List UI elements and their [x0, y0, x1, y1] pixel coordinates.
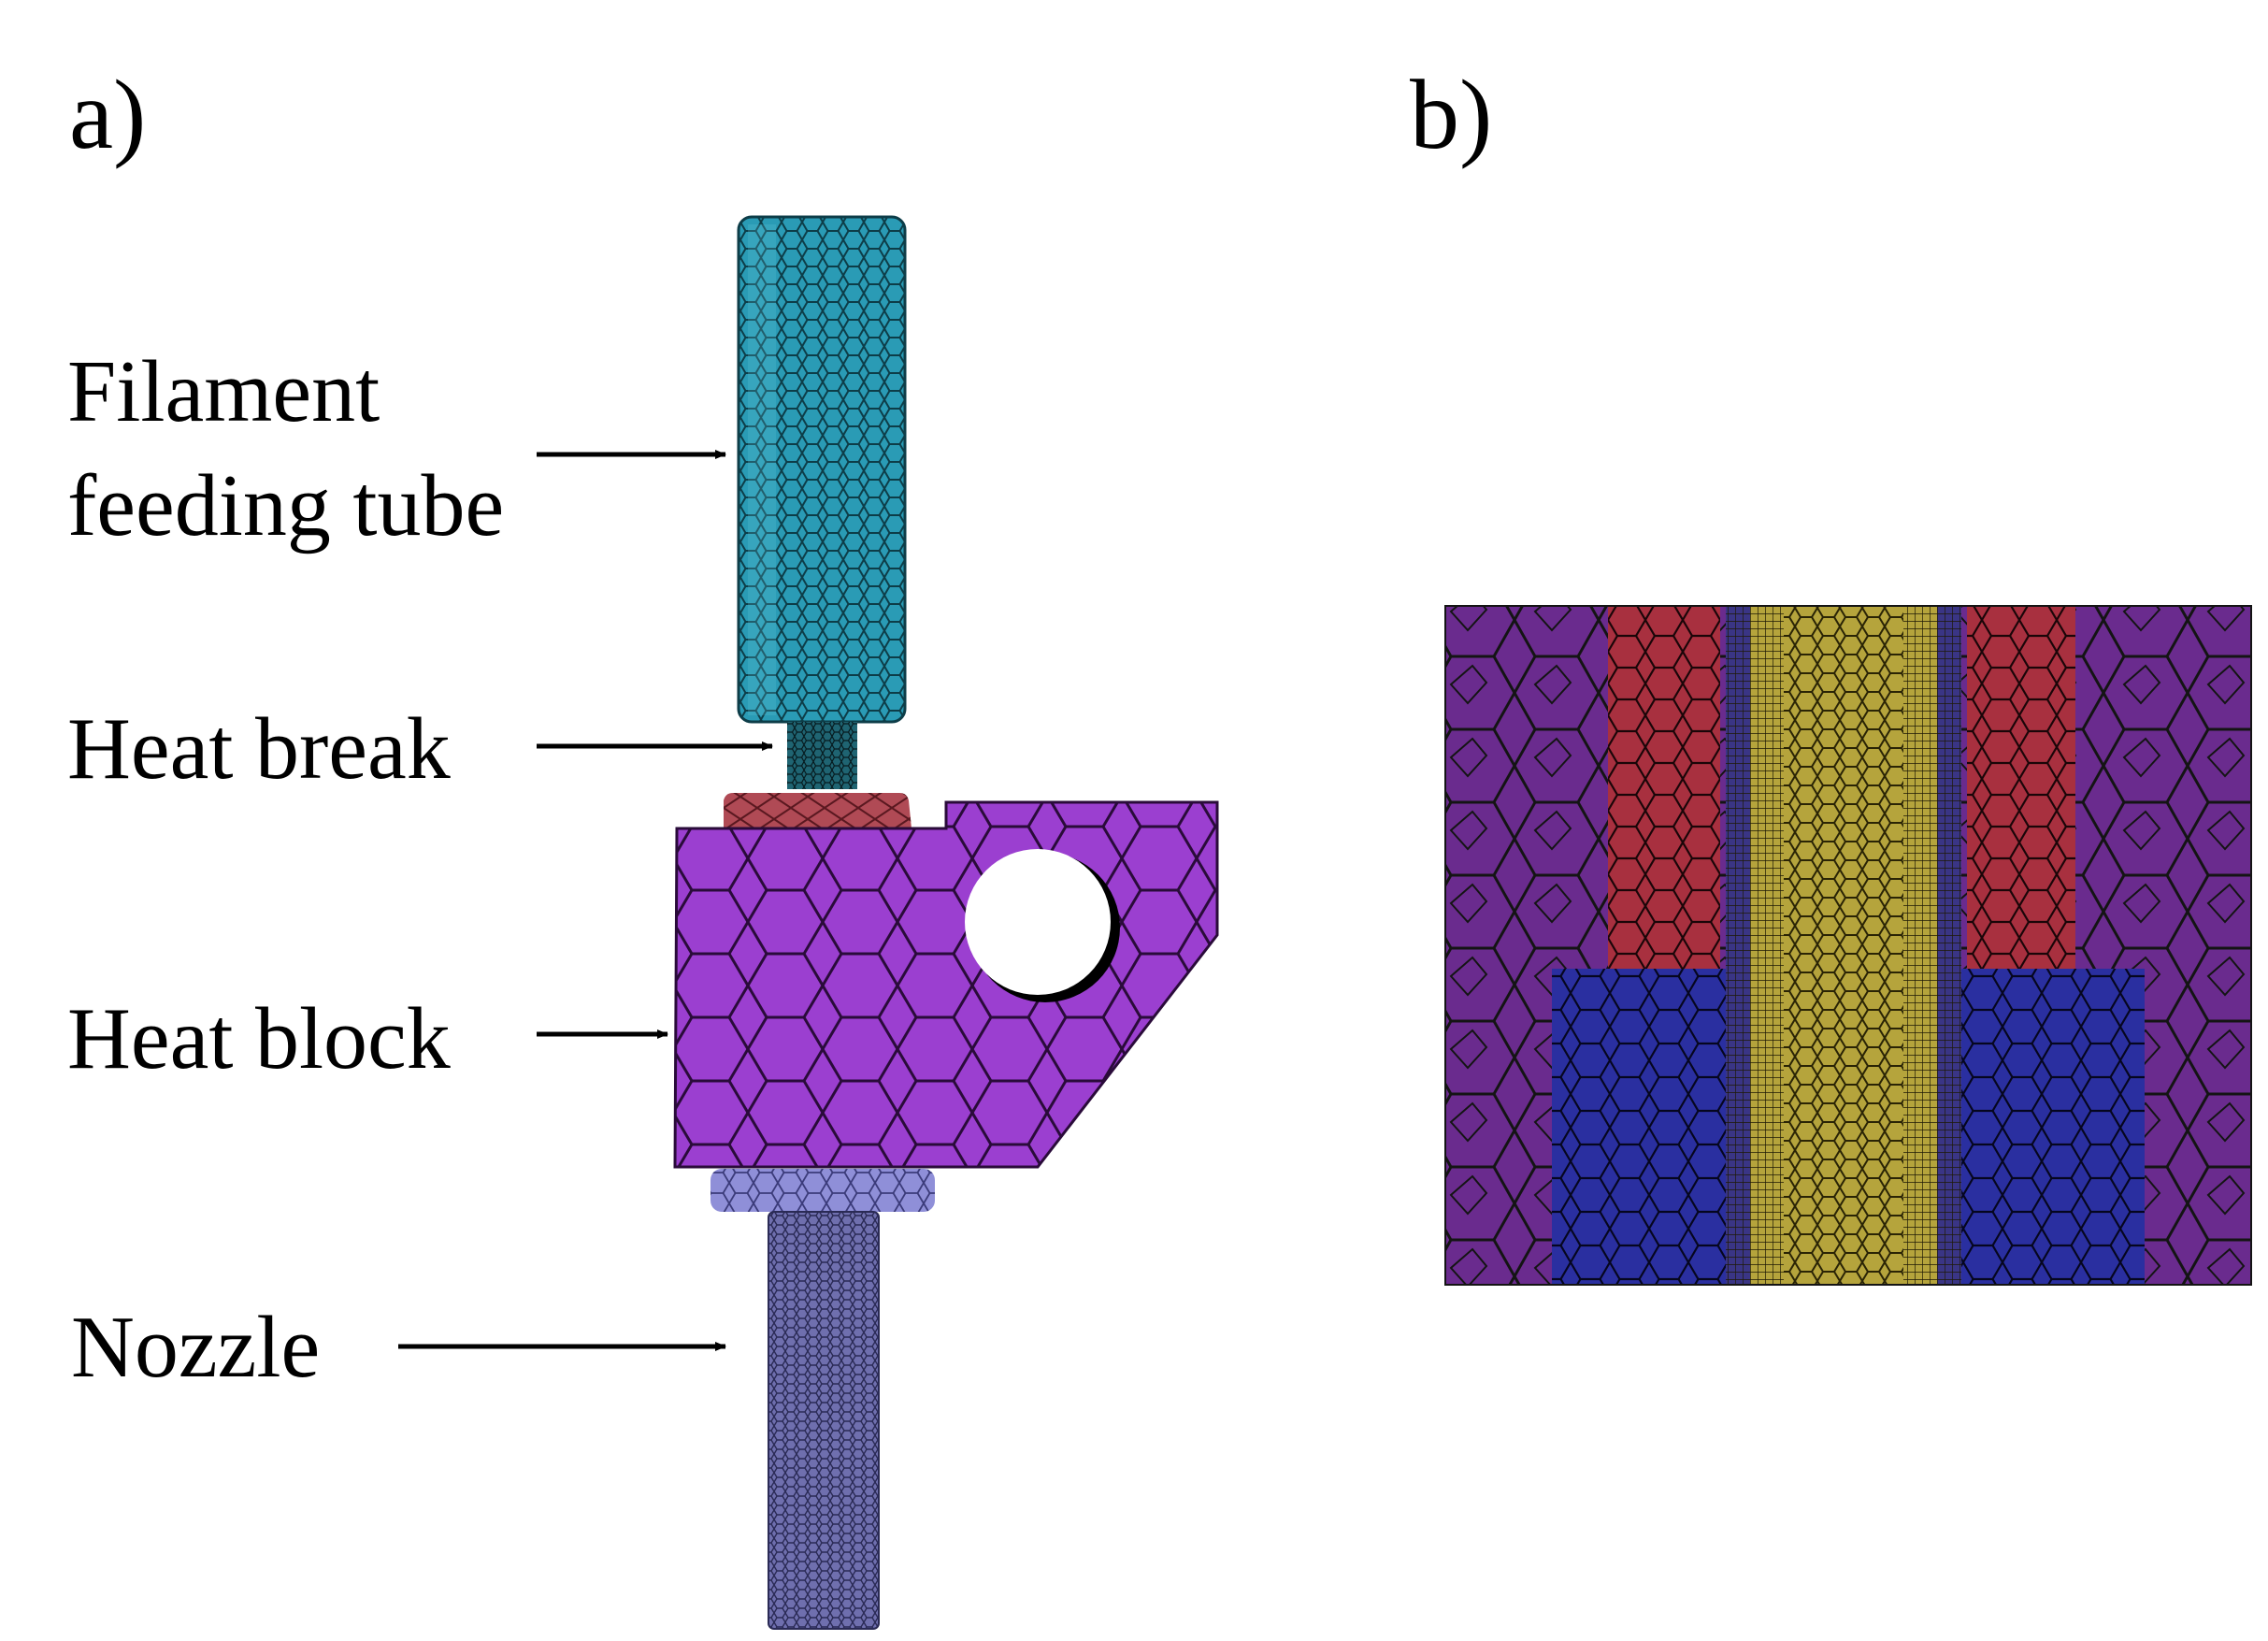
- mesh-cross-section: [1444, 605, 2252, 1286]
- nozzle: [768, 1211, 880, 1630]
- filament-label-line2: feeding tube: [67, 457, 505, 554]
- filament-feeding-tube: [737, 215, 907, 724]
- heat-block-label: Heat block: [67, 990, 451, 1087]
- filament-feeding-tube-label: Filament feeding tube: [67, 335, 504, 563]
- heat-break: [787, 722, 857, 789]
- filament-label-line1: Filament: [67, 343, 380, 440]
- heat-break-label: Heat break: [67, 700, 451, 798]
- panel-b-label: b): [1410, 60, 1493, 169]
- panel-a-label: a): [69, 60, 147, 169]
- heater-cartridge-hole: [965, 849, 1111, 995]
- nozzle-label: Nozzle: [71, 1299, 321, 1396]
- heater-cap: [724, 793, 912, 828]
- nozzle-ring: [711, 1169, 935, 1212]
- heat-block: [673, 800, 1219, 1169]
